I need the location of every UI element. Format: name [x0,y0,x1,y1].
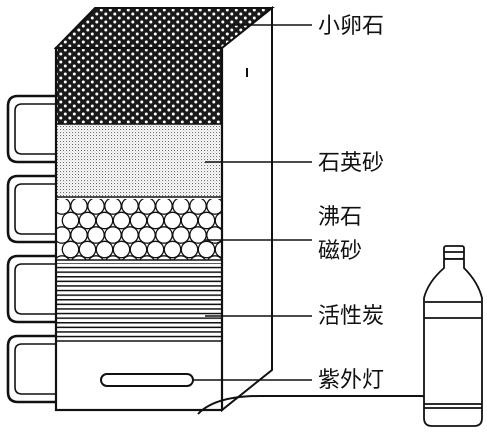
label-pebbles: 小卵石 [318,14,384,39]
zeolite-ball [172,226,190,244]
pipe-loop-2-inner [14,183,56,235]
zeolite-ball [121,226,139,244]
layer-activated-carbon [56,263,222,340]
zeolite-ball [112,211,131,230]
zeolite-ball [139,255,155,260]
zeolite-ball [207,255,222,260]
zeolite-ball [206,199,222,215]
zeolite-ball [78,240,97,259]
left-pipes [6,94,56,404]
label-quartz-sand: 石英砂 [318,151,384,176]
zeolite-ball [172,199,190,215]
uv-lamp-tube [100,373,194,387]
zeolite-ball [122,255,138,260]
zeolite-ball [61,211,80,230]
zeolite-ball [214,240,222,259]
bottle [423,245,483,427]
zeolite-ball [121,199,139,215]
zeolite-ball [163,211,182,230]
zeolite-ball [61,240,80,259]
zeolite-ball [78,211,97,230]
layer-quartz-sand [56,124,222,197]
zeolite-ball [180,211,199,230]
pipe-loop-1 [6,94,56,164]
zeolite-ball [155,199,173,215]
zeolite-ball [129,240,148,259]
zeolite-ball [138,199,156,215]
label-zeolite-line1: 沸石 [318,205,362,230]
pipe-loop-1-inner [14,103,56,155]
layer-pebbles [56,48,222,124]
zeolite-ball [56,255,70,260]
zeolite-ball [163,240,182,259]
zeolite-ball [105,255,121,260]
layer-zeolite [56,199,222,260]
zeolite-ball [87,199,105,215]
zeolite-ball [70,199,88,215]
label-uv-lamp: 紫外灯 [318,368,384,393]
zeolite-ball [189,226,207,244]
zeolite-ball [155,226,173,244]
zeolite-ball [87,226,105,244]
zeolite-ball [156,255,172,260]
tank-front-outline [54,46,224,412]
zeolite-ball [206,226,222,244]
zeolite-ball [197,211,216,230]
zeolite-ball [197,240,216,259]
zeolite-ball [180,240,199,259]
zeolite-ball [189,199,207,215]
zeolite-ball [146,240,165,259]
zeolite-ball [71,255,87,260]
zeolite-ball [173,255,189,260]
zeolite-ball [70,226,88,244]
pipe-loop-2 [6,174,56,244]
zeolite-ball [190,255,206,260]
zeolite-ball [95,211,114,230]
zeolite-ball [112,240,131,259]
zeolite-ball [214,211,222,230]
zeolite-ball [104,199,122,215]
pipe-loop-3 [6,254,56,324]
zeolite-ball [138,226,156,244]
zeolite-ball [104,226,122,244]
pipe-loop-3-inner [14,263,56,315]
label-activated-carbon: 活性炭 [318,304,384,329]
zeolite-ball [88,255,104,260]
tank-front-layers [56,48,222,410]
zeolite-ball [95,240,114,259]
pipe-loop-4-inner [14,343,56,395]
bottle-body [423,258,483,427]
label-zeolite-line2: 磁砂 [318,239,362,264]
leader-lines [192,24,312,381]
pipe-loop-4 [6,334,56,404]
outlet-pipe [197,395,433,415]
zeolite-ball [129,211,148,230]
zeolite-ball [146,211,165,230]
